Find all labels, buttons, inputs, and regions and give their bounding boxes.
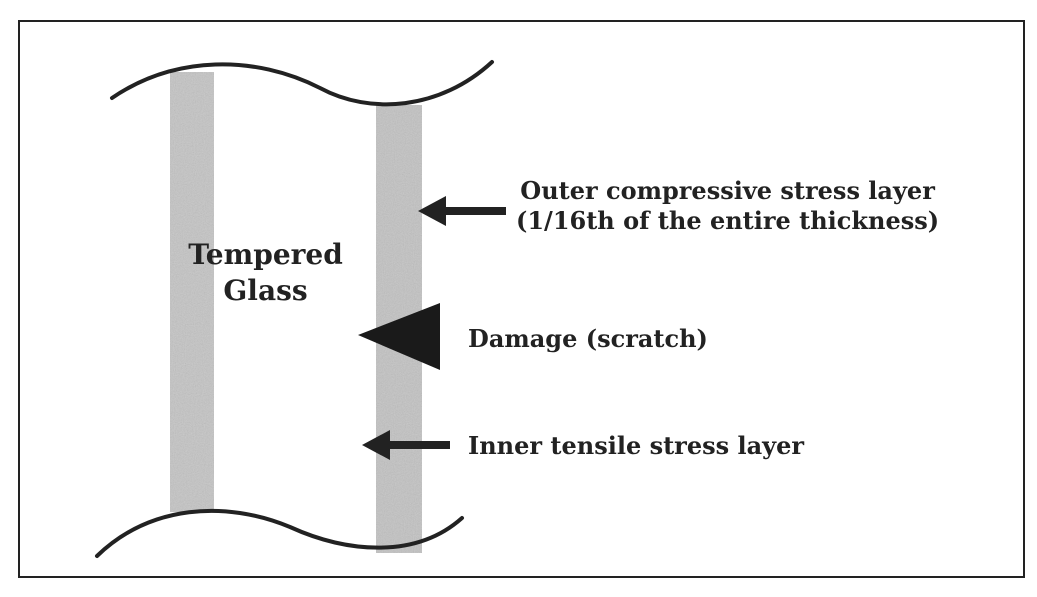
top-break-line <box>110 60 494 107</box>
tempered-glass-label: Tempered Glass <box>178 237 353 310</box>
outer-layer-label-line1: Outer compressive stress layer <box>520 176 935 205</box>
damage-scratch-triangle <box>358 303 440 370</box>
left-stress-layer <box>170 72 214 512</box>
inner-layer-arrow <box>362 430 450 460</box>
inner-layer-label: Inner tensile stress layer <box>468 431 804 460</box>
glass-label-line2: Glass <box>223 274 308 308</box>
glass-label-line1: Tempered <box>188 238 343 271</box>
bottom-break-line <box>95 508 464 558</box>
outer-layer-label-line2: (1/16th of the entire thickness) <box>516 206 940 235</box>
diagram-frame <box>18 20 1025 578</box>
damage-label: Damage (scratch) <box>468 324 708 353</box>
outer-layer-arrow <box>418 196 506 226</box>
outer-layer-label: Outer compressive stress layer (1/16th o… <box>516 176 939 236</box>
